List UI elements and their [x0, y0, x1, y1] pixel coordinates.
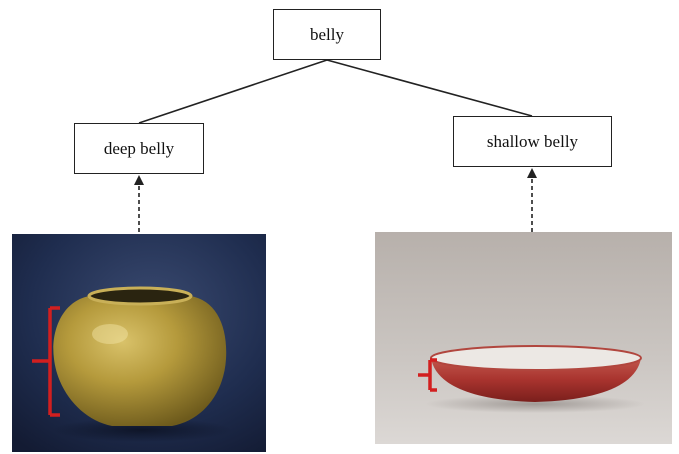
node-deep-belly-label: deep belly	[104, 139, 174, 159]
arrowhead-deep-belly	[134, 175, 144, 185]
edge-root-to-shallow-belly	[327, 60, 532, 116]
jar-highlight	[92, 324, 128, 344]
edge-root-to-deep-belly	[139, 60, 327, 123]
node-deep-belly: deep belly	[74, 123, 204, 174]
shallow-belly-dish-photo	[375, 232, 672, 444]
node-belly-label: belly	[310, 25, 344, 45]
arrowhead-shallow-belly	[527, 168, 537, 178]
node-shallow-belly-label: shallow belly	[487, 132, 578, 152]
node-shallow-belly: shallow belly	[453, 116, 612, 167]
jar-illustration	[12, 234, 266, 452]
node-belly: belly	[273, 9, 381, 60]
dish-illustration	[375, 232, 672, 444]
jar-body	[53, 296, 226, 426]
deep-belly-jar-photo	[12, 234, 266, 452]
